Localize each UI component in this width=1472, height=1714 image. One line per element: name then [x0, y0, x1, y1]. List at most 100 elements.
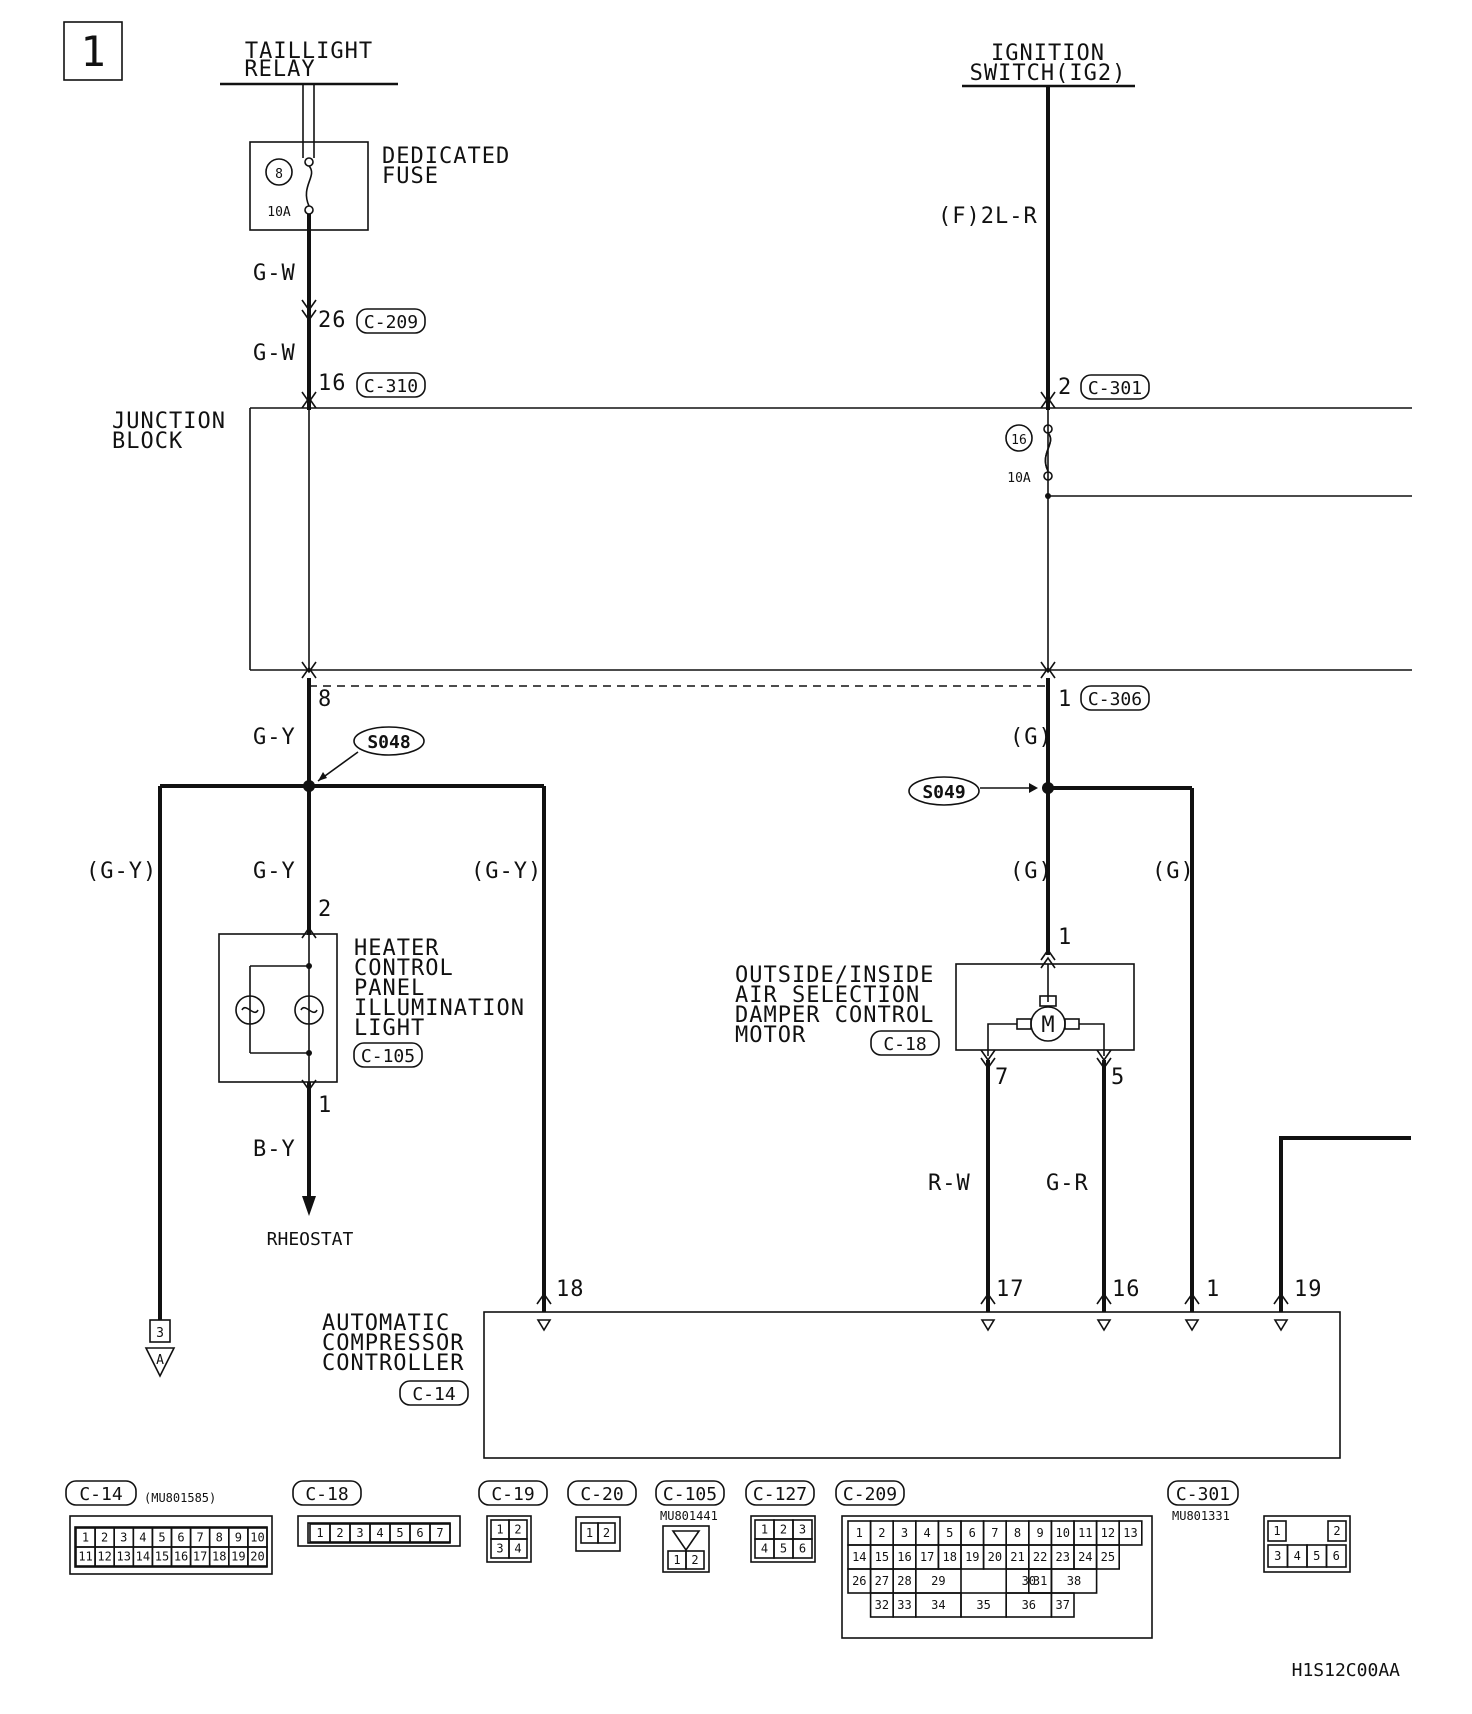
pin-2-ign: 2: [1058, 375, 1072, 400]
pin-number: 18: [942, 1550, 956, 1564]
pin-number: 16: [897, 1550, 911, 1564]
page-number-box: [63, 21, 123, 81]
connector-mark-c301: [1040, 391, 1056, 404]
pin-1-motor: 1: [1058, 925, 1072, 950]
junction-fuse-bottom: [1043, 471, 1053, 481]
pin-number: 9: [235, 1531, 242, 1545]
legend-c301-label: C-301: [1176, 1484, 1230, 1505]
pin-number: 5: [780, 1542, 787, 1556]
pin-number: 32: [875, 1598, 889, 1612]
pin-number: 12: [97, 1550, 111, 1564]
heater-label-2: CONTROL: [354, 956, 454, 981]
pin-number: 5: [158, 1531, 165, 1545]
controller-label-1: AUTOMATIC: [322, 1311, 450, 1336]
legend-c19-label: C-19: [491, 1484, 534, 1505]
pin-number: 7: [436, 1526, 443, 1540]
pin-number: 10: [1055, 1526, 1069, 1540]
pin-number: 9: [1036, 1526, 1043, 1540]
heater-label-4: ILLUMINATION: [354, 996, 525, 1021]
pin-number: 1: [761, 1523, 768, 1537]
connector-c105: C-105: [361, 1046, 415, 1067]
bulb-icon: [235, 995, 265, 1025]
fuse-number-circle: [265, 158, 293, 186]
pin-number: 13: [1123, 1526, 1137, 1540]
pin-number: 4: [1294, 1549, 1301, 1563]
pin-number: 2: [336, 1526, 343, 1540]
heater-panel-box: [218, 933, 338, 1083]
pin-number: 8: [1014, 1526, 1021, 1540]
pin-number: 35: [976, 1598, 990, 1612]
pin-cell: [1118, 1520, 1143, 1546]
connector-badge-c310: [356, 372, 426, 398]
pin-number: 22: [1033, 1550, 1047, 1564]
wire-label-g-y-main: G-Y: [253, 725, 296, 750]
ignition-label-2: SWITCH(IG2): [970, 61, 1127, 86]
pin-number: 4: [923, 1526, 930, 1540]
pin-number: 28: [897, 1574, 911, 1588]
pin-cell: [1267, 1520, 1287, 1542]
wire-label-g-1: (G): [1010, 725, 1053, 750]
connector-c18: C-18: [883, 1034, 926, 1055]
pin-number: 3: [496, 1542, 503, 1556]
legend-c301-part: MU801331: [1172, 1509, 1230, 1523]
pin-number: 23: [1055, 1550, 1069, 1564]
junction-block-label-1: JUNCTION: [112, 409, 226, 434]
pin-1-c306: 1: [1058, 687, 1072, 712]
pin-18: 18: [556, 1277, 585, 1302]
pin-number: 2: [101, 1531, 108, 1545]
pin-number: 1: [856, 1526, 863, 1540]
motor-label-2: AIR SELECTION: [735, 983, 920, 1008]
junction-fuse-number: 16: [1011, 433, 1027, 448]
pin-number: 2: [878, 1526, 885, 1540]
wire-pin-19: [1279, 1136, 1411, 1312]
pin-16: 16: [318, 371, 347, 396]
motor-label-1: OUTSIDE/INSIDE: [735, 963, 934, 988]
legend-c105-label: C-105: [663, 1484, 717, 1505]
wire-label-g-y-mid: G-Y: [253, 859, 296, 884]
pin-cell: [685, 1550, 705, 1570]
pin-cell: [429, 1523, 451, 1543]
pin-number: 13: [117, 1550, 131, 1564]
junction-fuse-element: [1044, 432, 1052, 472]
wire-label-g-w-2: G-W: [253, 341, 296, 366]
heater-label-1: HEATER: [354, 936, 439, 961]
fuse-terminal-bottom: [304, 205, 314, 215]
legend-c14-label: C-14: [79, 1484, 122, 1505]
rheostat-label: RHEOSTAT: [267, 1229, 354, 1250]
pin-number: 18: [212, 1550, 226, 1564]
connector-c14: C-14: [412, 1384, 455, 1405]
pin-number: 5: [946, 1526, 953, 1540]
pin-cell: [1095, 1544, 1120, 1570]
pin-cell: [792, 1538, 813, 1559]
pin-number: 26: [852, 1574, 866, 1588]
connector-c306: C-306: [1088, 689, 1142, 710]
controller-label-2: COMPRESSOR: [322, 1331, 464, 1356]
pin-number: 29: [931, 1574, 945, 1588]
off-page-number: 3: [156, 1326, 164, 1341]
pin-number: 10: [250, 1531, 264, 1545]
pin-number: 11: [1078, 1526, 1092, 1540]
controller-box: [483, 1311, 1341, 1459]
connector-badge-c105: [353, 1042, 423, 1068]
pin-number: 19: [965, 1550, 979, 1564]
pin-number: 17: [920, 1550, 934, 1564]
pin-number: 12: [1101, 1526, 1115, 1540]
wire-label-g-w-1: G-W: [253, 261, 296, 286]
pin-8: 8: [318, 687, 332, 712]
pin-5: 5: [1111, 1065, 1125, 1090]
connector-mark-c209: [301, 299, 317, 312]
pin-number: 11: [78, 1550, 92, 1564]
splice-s048: S048: [367, 732, 410, 753]
connector-badge-c14: [399, 1380, 469, 1406]
pin-number: 20: [988, 1550, 1002, 1564]
dedicated-fuse-title-1: DEDICATED: [382, 144, 510, 169]
pin-number: 1: [673, 1553, 680, 1567]
pin-cell: [1325, 1544, 1347, 1568]
connector-badge-c18: [870, 1030, 940, 1056]
pin-number: 4: [376, 1526, 383, 1540]
heater-label-5: LIGHT: [354, 1016, 425, 1041]
